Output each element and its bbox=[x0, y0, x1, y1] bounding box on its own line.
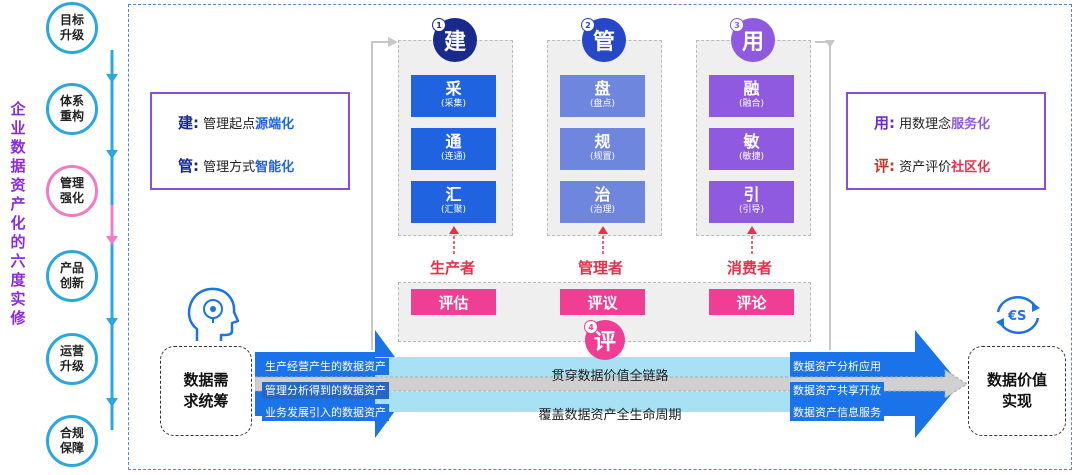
step-2: 体系 重构 bbox=[46, 83, 98, 135]
output-label-2: 数据资产共享开放 bbox=[790, 382, 884, 399]
badge-build-number: 1 bbox=[432, 18, 446, 32]
outer-frame bbox=[128, 4, 1072, 470]
band-full-chain: 贯穿数据价值全链路 bbox=[551, 369, 669, 384]
timeline-connectors bbox=[106, 50, 118, 430]
input-label-2: 管理分析得到的数据资产 bbox=[262, 382, 389, 399]
tile-govern: 治(治理) bbox=[560, 181, 645, 223]
head-idea-icon bbox=[187, 287, 239, 341]
input-label-3: 业务发展引入的数据资产 bbox=[262, 404, 389, 421]
output-label-3: 数据资产信息服务 bbox=[790, 404, 884, 421]
info-line-build: 建: 管理起点源端化 bbox=[178, 114, 295, 132]
step-3: 管理 强化 bbox=[46, 165, 98, 217]
start-box: 数据需 求统筹 bbox=[160, 346, 252, 436]
output-label-1: 数据资产分析应用 bbox=[790, 358, 884, 375]
end-box: 数据价值 实现 bbox=[968, 346, 1066, 436]
input-label-1: 生产经营产生的数据资产 bbox=[262, 358, 389, 375]
tile-collect: 采(采集) bbox=[411, 75, 496, 117]
step-6: 合规 保障 bbox=[46, 415, 98, 467]
eval-assess: 评估 bbox=[411, 289, 496, 315]
tile-inventory: 盘(盘点) bbox=[560, 75, 645, 117]
role-producer: 生产者 bbox=[430, 259, 476, 277]
badge-manage-number: 2 bbox=[581, 18, 595, 32]
badge-use: 用 bbox=[731, 18, 775, 62]
step-1: 目标 升级 bbox=[46, 2, 98, 54]
eval-deliberate: 评议 bbox=[560, 289, 645, 315]
left-info-box: 建: 管理起点源端化 管: 管理方式智能化 bbox=[150, 92, 350, 190]
step-5: 运营 升级 bbox=[46, 333, 98, 385]
info-line-use: 用: 用数理念服务化 bbox=[874, 114, 991, 132]
info-line-evaluate: 评: 资产评价社区化 bbox=[874, 157, 991, 175]
tile-guide: 引(引导) bbox=[709, 181, 794, 223]
role-arrows bbox=[449, 226, 757, 254]
tile-agile: 敏(敏捷) bbox=[709, 128, 794, 170]
band-lifecycle: 覆盖数据资产全生命周期 bbox=[538, 408, 682, 423]
tile-connect: 通(连通) bbox=[411, 128, 496, 170]
right-info-box: 用: 用数理念服务化 评: 资产评价社区化 bbox=[846, 92, 1046, 190]
svg-text:€S: €S bbox=[1007, 309, 1026, 324]
badge-evaluate-number: 4 bbox=[584, 320, 598, 334]
euro-exchange-icon: €S bbox=[996, 296, 1040, 334]
role-manager: 管理者 bbox=[578, 259, 624, 277]
tile-regulate: 规(规置) bbox=[560, 128, 645, 170]
vertical-title: 企业数据资产化的六度实修 bbox=[10, 100, 26, 327]
tile-fuse: 融(融合) bbox=[709, 75, 794, 117]
role-consumer: 消费者 bbox=[727, 259, 773, 277]
step-4: 产品 创新 bbox=[46, 250, 98, 302]
eval-comment: 评论 bbox=[709, 289, 794, 315]
tile-aggregate: 汇(汇聚) bbox=[411, 181, 496, 223]
info-line-manage: 管: 管理方式智能化 bbox=[178, 157, 295, 175]
badge-use-number: 3 bbox=[730, 18, 744, 32]
cycle-outline bbox=[371, 37, 835, 350]
